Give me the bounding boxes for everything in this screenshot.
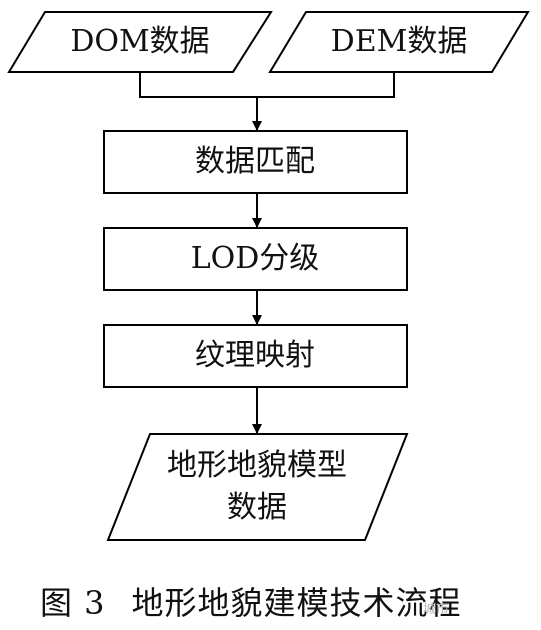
watermark: 城市 bbox=[423, 602, 450, 617]
figure-number: 图 3 bbox=[40, 584, 106, 622]
dem-data-node: DEM数据 bbox=[268, 11, 530, 73]
figure-title: 地形地貌建模技术流程 bbox=[131, 584, 462, 622]
dom-data-node: DOM数据 bbox=[7, 11, 273, 73]
data-matching-node: 数据匹配 bbox=[103, 130, 408, 194]
lod-grading-label: LOD分级 bbox=[191, 241, 320, 276]
dom-data-label: DOM数据 bbox=[70, 24, 209, 59]
texture-mapping-node: 纹理映射 bbox=[103, 324, 408, 388]
merge-connector bbox=[139, 72, 395, 98]
flowchart: DOM数据 DEM数据 数据匹配 LOD分级 纹理映射 地形地貌模型 数据 bbox=[7, 11, 530, 541]
texture-mapping-label: 纹理映射 bbox=[195, 338, 315, 373]
terrain-model-label-line1: 地形地貌模型 bbox=[167, 448, 347, 483]
data-matching-label: 数据匹配 bbox=[195, 144, 315, 179]
terrain-model-data-node: 地形地貌模型 数据 bbox=[106, 433, 409, 541]
dem-data-label: DEM数据 bbox=[331, 24, 468, 59]
figure-caption: 图 3 地形地貌建模技术流程 bbox=[40, 578, 462, 624]
terrain-model-label-line2: 数据 bbox=[227, 490, 287, 525]
lod-grading-node: LOD分级 bbox=[103, 227, 408, 291]
